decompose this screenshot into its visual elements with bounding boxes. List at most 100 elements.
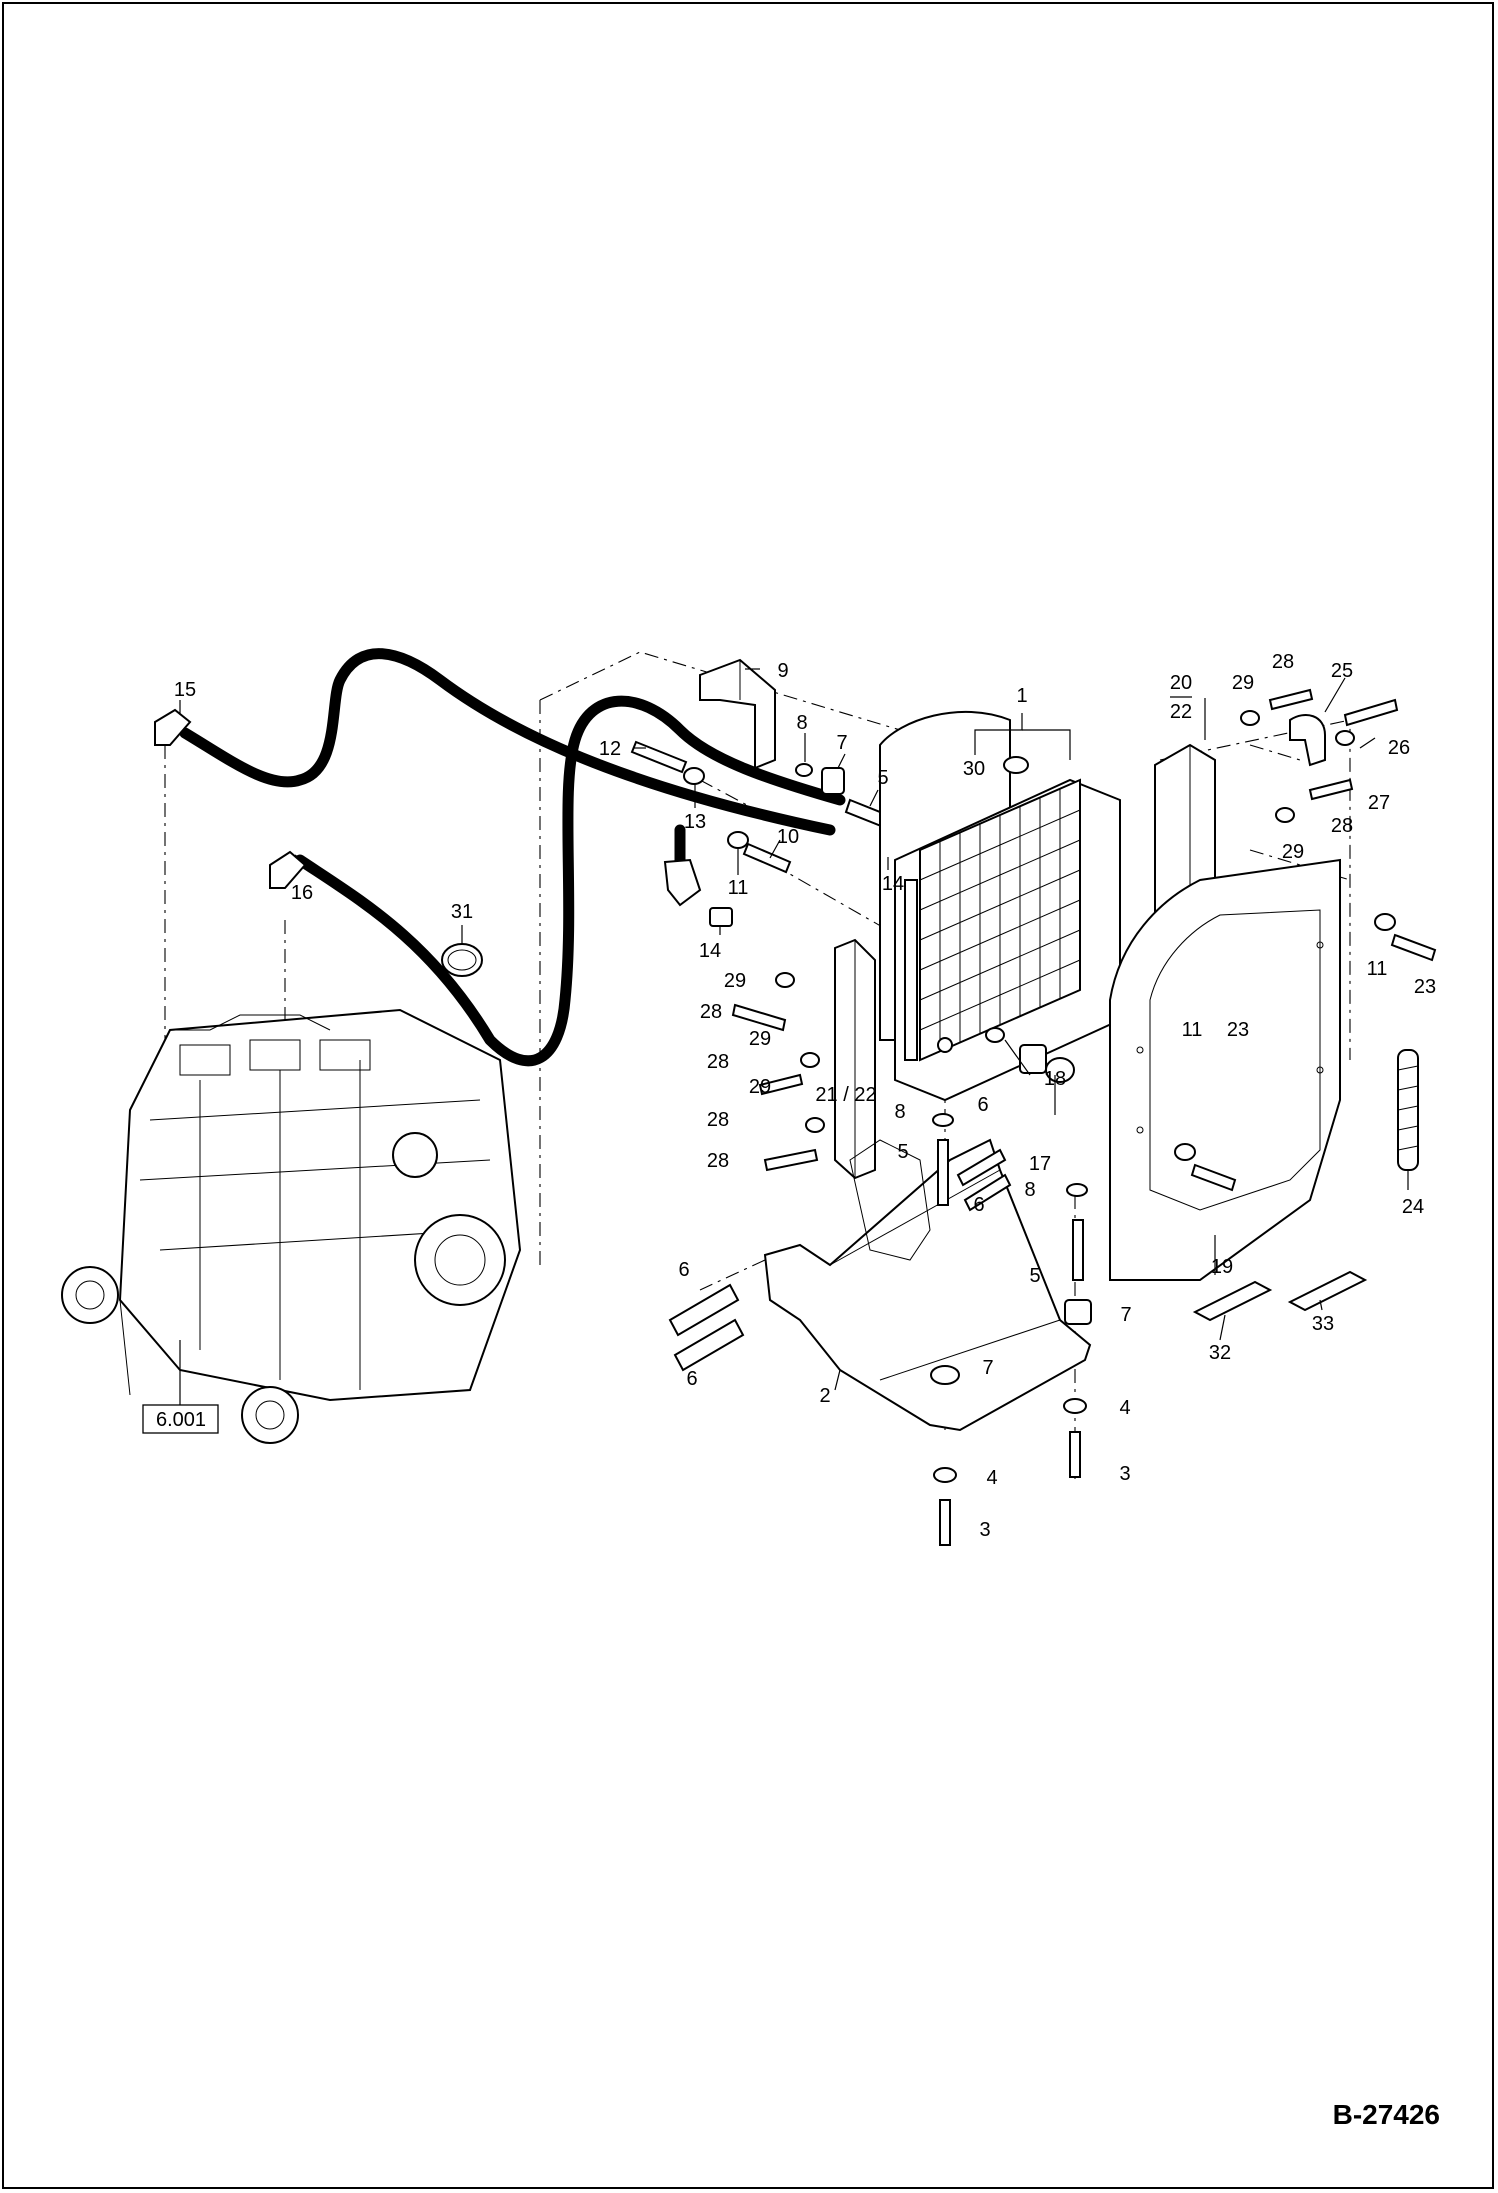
callout-11: 11 xyxy=(1182,1019,1203,1041)
callout-8: 8 xyxy=(796,712,807,734)
bolts-23 xyxy=(1190,933,1437,1192)
bolts-6-mid xyxy=(956,1148,1012,1212)
callout-28: 28 xyxy=(707,1051,729,1073)
callout-6: 6 xyxy=(977,1094,988,1116)
washer-4-bottom xyxy=(933,1467,957,1483)
clip-25 xyxy=(1289,714,1326,767)
washers-29-left xyxy=(775,972,825,1133)
side-panel-19 xyxy=(1109,858,1341,1281)
elbow-fitting-15 xyxy=(154,708,192,746)
callout-20: 20 xyxy=(1170,672,1192,694)
washer-13 xyxy=(683,767,705,785)
callout-11: 11 xyxy=(1367,958,1388,980)
callout-16: 16 xyxy=(291,882,313,904)
washers-29-right xyxy=(1240,710,1295,823)
callout-2: 2 xyxy=(819,1385,830,1407)
callout-23: 23 xyxy=(1227,1019,1249,1041)
washer-8-mid xyxy=(932,1113,954,1127)
fitting-14-b xyxy=(709,907,733,927)
hose-upper xyxy=(179,648,836,836)
callout-21-22: 21 / 22 xyxy=(815,1084,876,1106)
drain-valve-17 xyxy=(1019,1044,1075,1083)
callout-28: 28 xyxy=(1331,815,1353,837)
callout-9: 9 xyxy=(777,660,788,682)
leader-lines xyxy=(179,668,1409,1391)
spacer-7-top xyxy=(821,767,845,795)
callout-23: 23 xyxy=(1414,976,1436,998)
callout-1: 1 xyxy=(1016,685,1027,707)
elbow-fitting-16 xyxy=(269,850,307,889)
callout-29: 29 xyxy=(724,970,746,992)
callout-12: 12 xyxy=(599,738,621,760)
callout-7: 7 xyxy=(836,732,847,754)
bolt-10 xyxy=(742,842,792,874)
seal-18 xyxy=(985,1027,1005,1043)
callout-7: 7 xyxy=(1120,1304,1131,1326)
bolts-28-right xyxy=(1268,688,1354,801)
callout-29: 29 xyxy=(1232,672,1254,694)
bolts-28-left xyxy=(731,1003,819,1172)
washers-11 xyxy=(1174,913,1396,1161)
washer-8-right xyxy=(1066,1183,1088,1197)
callout-24: 24 xyxy=(1402,1196,1424,1218)
callout-18: 18 xyxy=(1044,1068,1066,1090)
mounting-frame-2 xyxy=(763,1138,1092,1432)
callout-13: 13 xyxy=(684,811,706,833)
callout-28: 28 xyxy=(707,1150,729,1172)
callout-32: 32 xyxy=(1209,1342,1231,1364)
callout-27: 27 xyxy=(1368,792,1390,814)
spring-24 xyxy=(1397,1049,1419,1171)
bolt-12 xyxy=(630,740,688,774)
reference-box xyxy=(142,1340,219,1434)
radiator xyxy=(879,710,1121,1102)
callout-22: 22 xyxy=(1170,701,1192,723)
bolt-26 xyxy=(1343,698,1399,727)
engine-assembly xyxy=(61,1008,522,1444)
callout-labels: 1 2 3 3 4 4 5 5 5 6 6 6 6 7 7 7 8 8 8 9 … xyxy=(156,651,1436,1541)
callout-17: 17 xyxy=(1029,1153,1051,1175)
callout-33: 33 xyxy=(1312,1313,1334,1335)
callout-6: 6 xyxy=(973,1194,984,1216)
bolts-6-left xyxy=(668,1283,745,1372)
washer-8-top xyxy=(795,763,813,777)
bolt-3-right xyxy=(1069,1431,1081,1478)
stud-5-right xyxy=(1072,1219,1084,1281)
bolt-3-bottom xyxy=(939,1499,951,1546)
callout-30: 30 xyxy=(963,758,985,780)
strip-32 xyxy=(1192,1280,1273,1322)
washer-4-right xyxy=(1063,1398,1087,1414)
callout-8: 8 xyxy=(1024,1179,1035,1201)
stud-5-mid xyxy=(937,1139,949,1206)
callout-19: 19 xyxy=(1211,1256,1233,1278)
callout-5: 5 xyxy=(1029,1265,1040,1287)
callout-31: 31 xyxy=(451,901,473,923)
washer-11-top xyxy=(727,831,749,849)
callout-28: 28 xyxy=(707,1109,729,1131)
washer-27 xyxy=(1335,730,1355,746)
reference-box-label: 6.001 xyxy=(156,1409,206,1431)
callout-6: 6 xyxy=(686,1368,697,1390)
callout-3: 3 xyxy=(979,1519,990,1541)
callout-3: 3 xyxy=(1119,1463,1130,1485)
hose-clamp xyxy=(441,943,483,977)
bracket-9 xyxy=(699,658,776,770)
hose-lower xyxy=(294,695,846,1067)
callout-6: 6 xyxy=(678,1259,689,1281)
callout-5: 5 xyxy=(897,1141,908,1163)
callout-29: 29 xyxy=(749,1028,771,1050)
callout-4: 4 xyxy=(1119,1397,1130,1419)
callout-4: 4 xyxy=(986,1467,997,1489)
callout-7: 7 xyxy=(982,1357,993,1379)
strip-33 xyxy=(1287,1270,1368,1312)
callout-11: 11 xyxy=(728,877,749,899)
mount-7-right xyxy=(1064,1299,1092,1325)
callout-26: 26 xyxy=(1388,737,1410,759)
elbow-fitting-right xyxy=(663,858,702,907)
callout-28: 28 xyxy=(700,1001,722,1023)
callout-5: 5 xyxy=(877,767,888,789)
callout-14: 14 xyxy=(699,940,721,962)
callout-29: 29 xyxy=(1282,841,1304,863)
bracket-21-22 xyxy=(834,938,876,1180)
callout-8: 8 xyxy=(894,1101,905,1123)
